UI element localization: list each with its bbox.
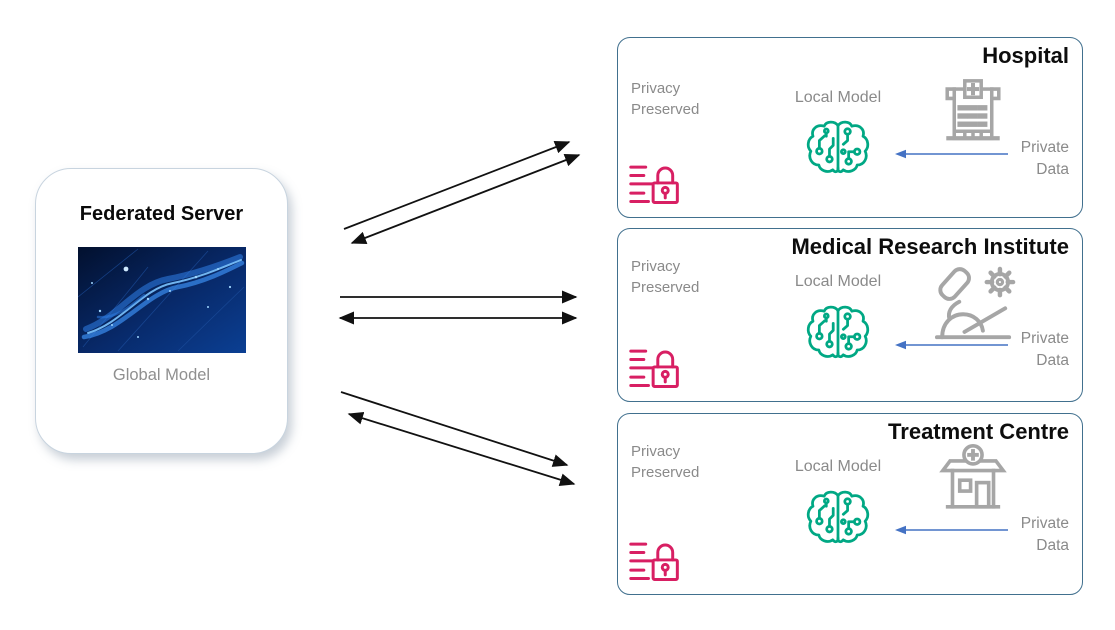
client-box-research: Medical Research Institute Privacy Prese… bbox=[617, 228, 1083, 402]
federated-server-box: Federated Server bbox=[35, 168, 288, 454]
privacy-lock-icon bbox=[629, 349, 679, 388]
arrow-treatment-bidirectional bbox=[347, 411, 576, 487]
privacy-lock-icon bbox=[629, 165, 679, 204]
clinic-building-icon bbox=[939, 444, 1007, 509]
arrow-server-to-hospital bbox=[343, 141, 571, 230]
privacy-preserved-label: Privacy Preserved bbox=[631, 258, 700, 296]
hospital-building-icon bbox=[945, 79, 1001, 141]
client-box-hospital: Hospital Privacy Preserved Local Model bbox=[617, 37, 1083, 218]
private-data-label: Private Data bbox=[1020, 515, 1069, 554]
private-data-arrow bbox=[895, 149, 1008, 159]
client-box-treatment: Treatment Centre Privacy Preserved Local… bbox=[617, 413, 1083, 595]
local-model-label: Local Model bbox=[794, 89, 882, 106]
privacy-lock-icon bbox=[629, 542, 679, 581]
local-model-label: Local Model bbox=[794, 273, 882, 290]
client-title-hospital: Hospital bbox=[982, 43, 1069, 68]
global-model-label: Global Model bbox=[112, 366, 211, 384]
client-title-research: Medical Research Institute bbox=[791, 234, 1069, 259]
arrow-server-to-treatment bbox=[340, 391, 569, 467]
arrow-hospital-bidirectional bbox=[350, 154, 581, 244]
microscope-icon bbox=[934, 266, 1016, 340]
client-title-treatment: Treatment Centre bbox=[888, 419, 1069, 444]
local-model-label: Local Model bbox=[794, 458, 882, 475]
privacy-preserved-label: Privacy Preserved bbox=[631, 443, 700, 481]
private-data-label: Private Data bbox=[1020, 139, 1069, 178]
private-data-arrow bbox=[895, 340, 1008, 350]
private-data-label: Private Data bbox=[1020, 330, 1069, 369]
circuit-brain-icon bbox=[806, 490, 870, 544]
circuit-brain-icon bbox=[806, 120, 870, 174]
federated-server-title: Federated Server bbox=[79, 203, 244, 225]
circuit-brain-icon bbox=[806, 305, 870, 359]
private-data-arrow bbox=[895, 525, 1008, 535]
global-model-network-image bbox=[77, 247, 246, 353]
privacy-preserved-label: Privacy Preserved bbox=[631, 80, 700, 118]
